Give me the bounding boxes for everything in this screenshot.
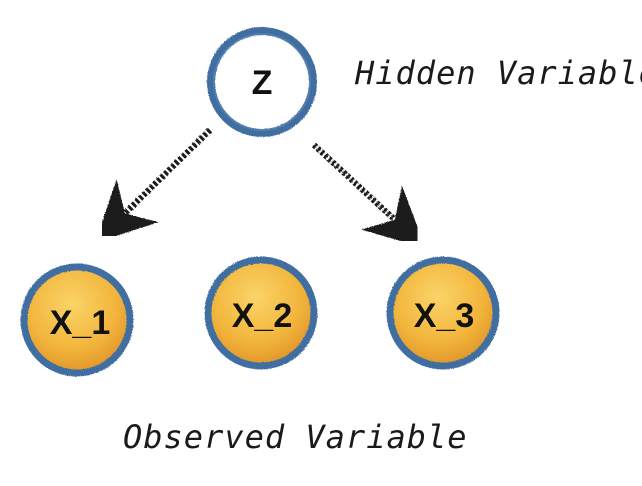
hidden-variable-annotation: Hidden Variable xyxy=(354,54,642,92)
observed-node-x3: X_3 xyxy=(386,256,500,370)
observed-node-x2: X_2 xyxy=(204,256,318,370)
edge-z-to-x3 xyxy=(311,142,426,249)
edge-z-to-x1 xyxy=(94,127,213,243)
observed-node-label-x1: X_1 xyxy=(50,304,111,342)
hidden-node-label: Z xyxy=(252,64,273,102)
edges xyxy=(94,127,426,256)
hidden-node-z: Z xyxy=(207,27,317,137)
observed-node-label-x3: X_3 xyxy=(414,297,475,335)
observed-node-x1: X_1 xyxy=(20,263,134,377)
observed-variable-annotation: Observed Variable xyxy=(123,418,468,456)
observed-node-label-x2: X_2 xyxy=(232,297,293,335)
